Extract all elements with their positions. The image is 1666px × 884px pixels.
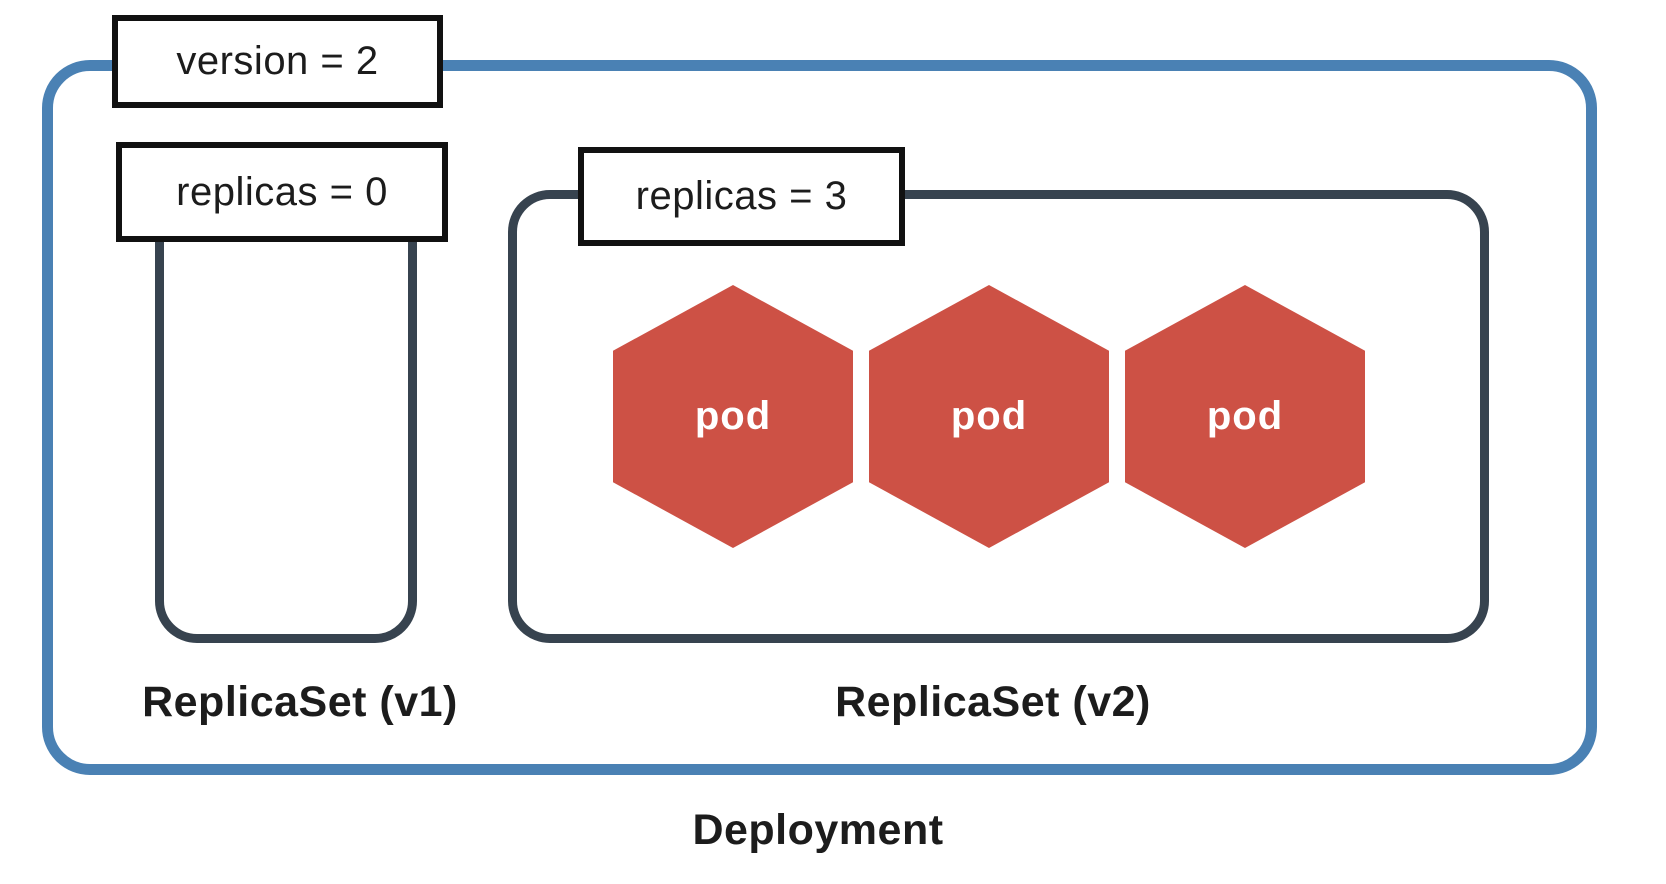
deployment-box <box>42 60 1597 775</box>
replicas-v1-badge: replicas = 0 <box>116 142 448 242</box>
pod-label: pod <box>950 394 1028 438</box>
replicaset-v1-caption: ReplicaSet (v1) <box>142 678 458 726</box>
replicaset-v2-caption: ReplicaSet (v2) <box>835 678 1151 726</box>
pod-label: pod <box>1206 394 1284 438</box>
replicas-v1-badge-label: replicas = 0 <box>176 169 388 214</box>
pod-hexagon: pod <box>1125 285 1365 548</box>
replicaset-v2-box <box>508 190 1489 643</box>
pod-hexagon: pod <box>613 285 853 548</box>
replicaset-v1-box <box>155 196 417 643</box>
deployment-caption: Deployment <box>692 806 944 854</box>
replicas-v2-badge: replicas = 3 <box>578 147 905 246</box>
pod-label: pod <box>694 394 772 438</box>
version-badge-label: version = 2 <box>176 39 379 83</box>
pod-hexagon: pod <box>869 285 1109 548</box>
replicas-v2-badge-label: replicas = 3 <box>635 174 848 218</box>
version-badge: version = 2 <box>112 15 443 108</box>
